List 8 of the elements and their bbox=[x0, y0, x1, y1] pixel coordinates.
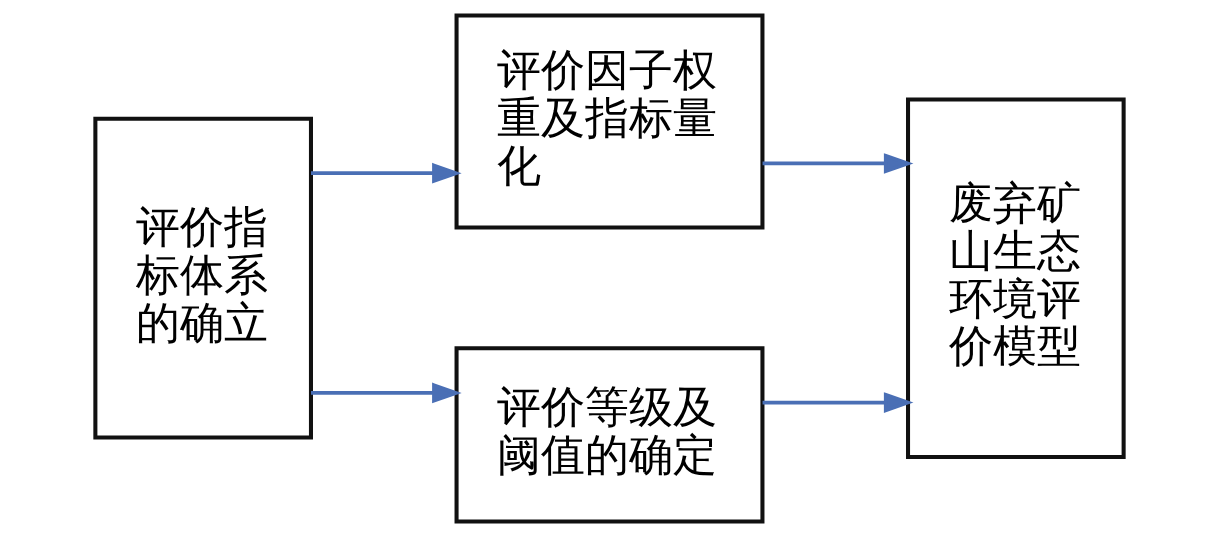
node-box: 评价指标体系的确立 bbox=[92, 116, 313, 440]
arrow bbox=[762, 153, 913, 174]
node-box: 废弃矿山生态环境评价模型 bbox=[905, 97, 1126, 459]
arrow bbox=[310, 382, 462, 404]
arrow bbox=[762, 392, 913, 413]
node-box: 评价因子权重及指标量化 bbox=[454, 13, 764, 230]
node-box: 评价等级及阈值的确定 bbox=[454, 346, 764, 524]
arrow bbox=[310, 162, 462, 184]
